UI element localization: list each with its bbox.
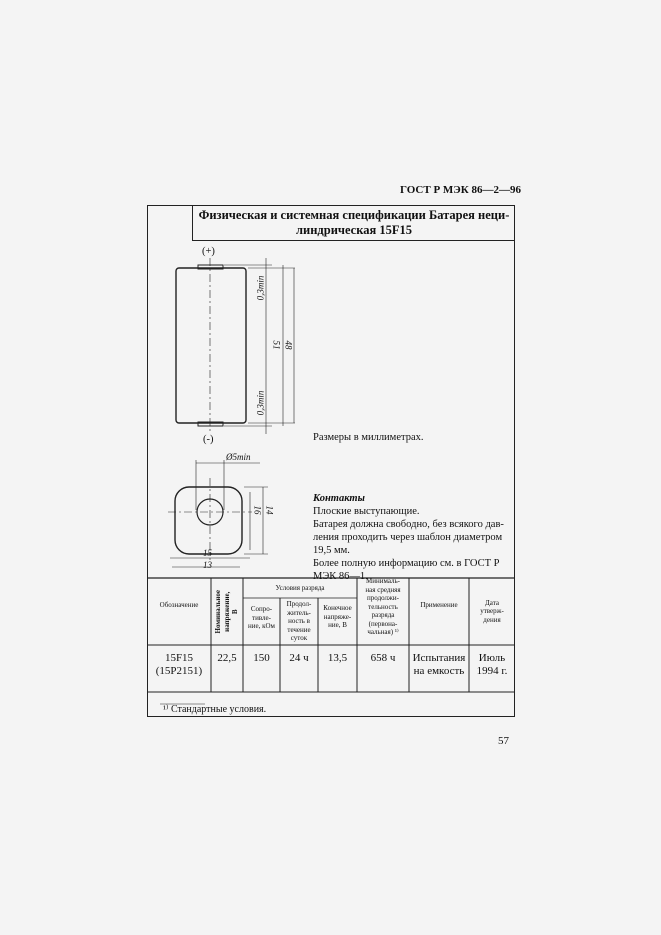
dim-top: 0,3min [255,275,266,301]
dim-15: 15 [203,548,212,558]
note-line: МЭК 86—1. [313,571,368,582]
th-conditions: Условия разряда [275,583,325,592]
approval-line: Июль [478,652,506,664]
contacts-text: Плоские выступающие. Батарея должна своб… [313,505,513,583]
spec-frame [147,205,515,717]
plus-label: (+) [202,246,215,257]
th-resistance: Сопро-тивле-ние, кОм [248,605,275,631]
units-note: Размеры в миллиметрах. [313,432,424,443]
dim-51: 51 [271,340,282,350]
note-line: Батарея должна свободно, без всякого дав… [313,519,504,530]
dim-hole: Ø5min [226,452,251,462]
th-duration: Продол-житель-ность в течение суток [286,600,312,643]
th-min-duration: Минималь-ная средняя продолжи-тельность … [365,577,401,637]
dim-bottom: 0,3min [255,390,266,416]
note-line: Плоские выступающие. [313,506,420,517]
cell-voltage: 22,5 [217,652,237,664]
cell-approval: Июль 1994 г. [469,652,515,678]
dim-16: 16 [252,505,263,515]
th-approval: Дата утверж-дения [480,598,504,624]
cell-resistance: 150 [253,652,270,664]
negative-terminal [197,421,224,427]
designation-main: 15F15 [164,652,194,664]
cell-min-duration: 658 ч [370,652,396,664]
note-line: 19,5 мм. [313,545,350,556]
cell-designation: 15F15 (15P2151) [147,652,211,678]
minus-label: (-) [203,434,214,445]
battery-body [175,267,247,424]
designation-alt: (15P2151) [155,665,203,677]
note-line: Более полную информацию см. в ГОСТ Р [313,558,500,569]
page-number: 57 [498,735,509,747]
dim-14: 14 [264,505,275,515]
approval-line: 1994 г. [476,665,508,677]
th-end-voltage: Конечное напряже-ние, В [323,604,352,630]
battery-end-view [174,486,243,555]
cell-application: Испытания на емкость [409,652,469,678]
spec-title: Физическая и системная спецификации Бата… [192,205,515,241]
dim-48: 48 [283,340,294,350]
footnote: ¹⁾ Стандартные условия. [163,704,267,715]
application-line: на емкость [413,665,465,677]
note-line: ления проходить через шаблон диаметром [313,532,503,543]
positive-terminal [197,264,224,270]
th-application: Применение [420,601,458,610]
dim-13: 13 [203,560,212,570]
application-line: Испытания [412,652,466,664]
th-voltage: Номинальное напряжение, В [211,578,243,645]
contacts-heading: Контакты [313,493,365,504]
th-voltage-text: Номинальное напряжение, В [214,589,240,634]
cell-end-voltage: 13,5 [327,652,348,664]
standard-header: ГОСТ Р МЭК 86—2—96 [400,184,521,196]
th-designation: Обозначение [159,601,199,610]
cell-duration: 24 ч [289,652,309,664]
